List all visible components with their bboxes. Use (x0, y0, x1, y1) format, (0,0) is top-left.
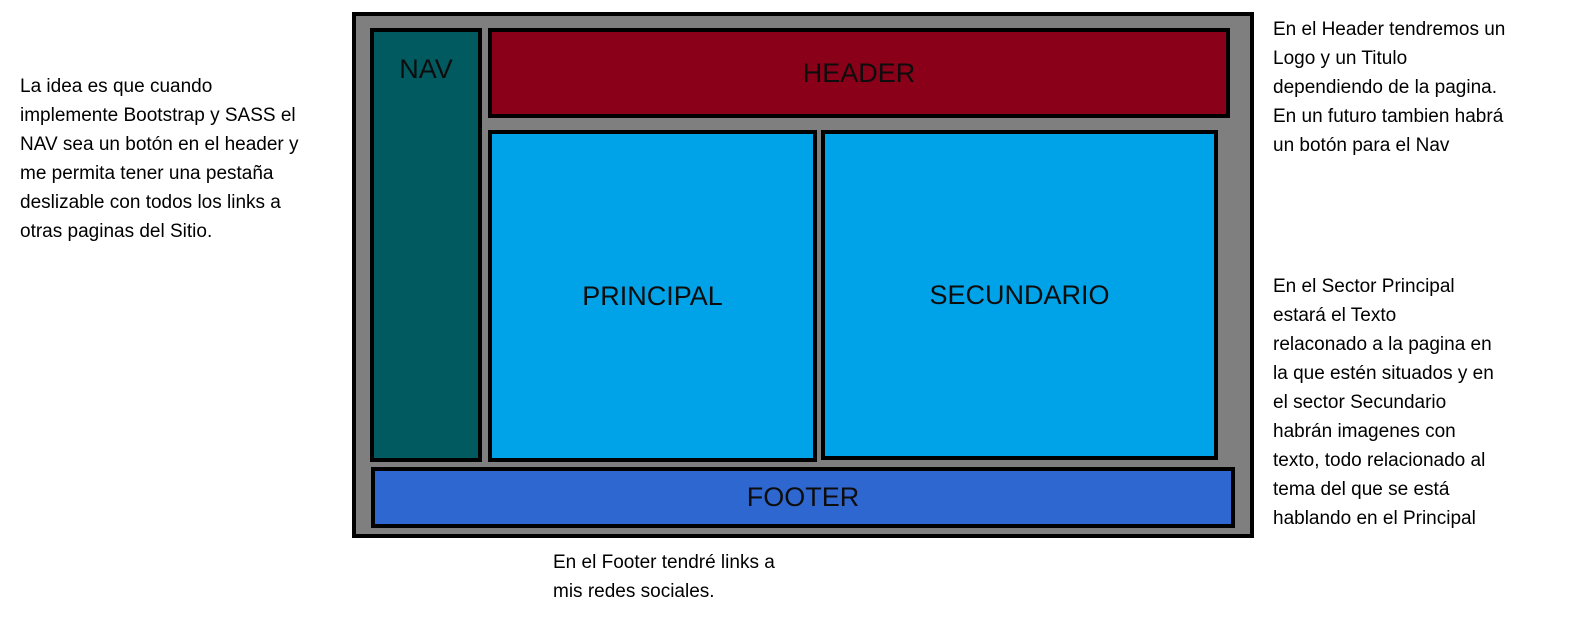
note-line: En un futuro tambien habrá (1273, 106, 1504, 127)
note-line: En el Header tendremos un (1273, 19, 1506, 40)
note-footer: En el Footer tendré links a mis redes so… (553, 548, 775, 606)
note-line: otras paginas del Sitio. (20, 221, 213, 242)
note-header: En el Header tendremos un Logo y un Titu… (1273, 15, 1505, 160)
note-line: un botón para el Nav (1273, 135, 1450, 156)
layout-frame: NAV HEADER PRINCIPAL SECUNDARIO FOOTER (352, 12, 1254, 538)
secundario-block: SECUNDARIO (821, 130, 1218, 460)
note-line: deslizable con todos los links a (20, 192, 281, 213)
note-line: NAV sea un botón en el header y (20, 134, 299, 155)
note-line: habrán imagenes con (1273, 421, 1456, 442)
note-line: me permita tener una pestaña (20, 163, 274, 184)
note-line: el sector Secundario (1273, 392, 1447, 413)
footer-block: FOOTER (371, 467, 1235, 528)
note-line: La idea es que cuando (20, 76, 213, 97)
note-line: En el Footer tendré links a (553, 552, 775, 573)
note-principal: En el Sector Principal estará el Texto r… (1273, 272, 1494, 533)
note-line: estará el Texto (1273, 305, 1397, 326)
note-line: dependiendo de la pagina. (1273, 77, 1497, 98)
note-line: implemente Bootstrap y SASS el (20, 105, 296, 126)
note-line: hablando en el Principal (1273, 508, 1476, 529)
note-line: mis redes sociales. (553, 581, 715, 602)
principal-block: PRINCIPAL (488, 130, 817, 462)
note-nav: La idea es que cuando implemente Bootstr… (20, 72, 299, 246)
note-line: relaconado a la pagina en (1273, 334, 1492, 355)
footer-label: FOOTER (746, 482, 860, 512)
note-line: la que estén situados y en (1273, 363, 1494, 384)
note-line: Logo y un Titulo (1273, 48, 1408, 69)
nav-block: NAV (370, 28, 482, 462)
principal-label: PRINCIPAL (582, 280, 723, 311)
note-line: En el Sector Principal (1273, 276, 1455, 297)
note-line: texto, todo relacionado al (1273, 450, 1486, 471)
header-label: HEADER (802, 57, 916, 88)
note-line: tema del que se está (1273, 479, 1450, 500)
secundario-label: SECUNDARIO (929, 279, 1110, 310)
header-block: HEADER (488, 28, 1230, 118)
nav-label: NAV (399, 54, 453, 84)
